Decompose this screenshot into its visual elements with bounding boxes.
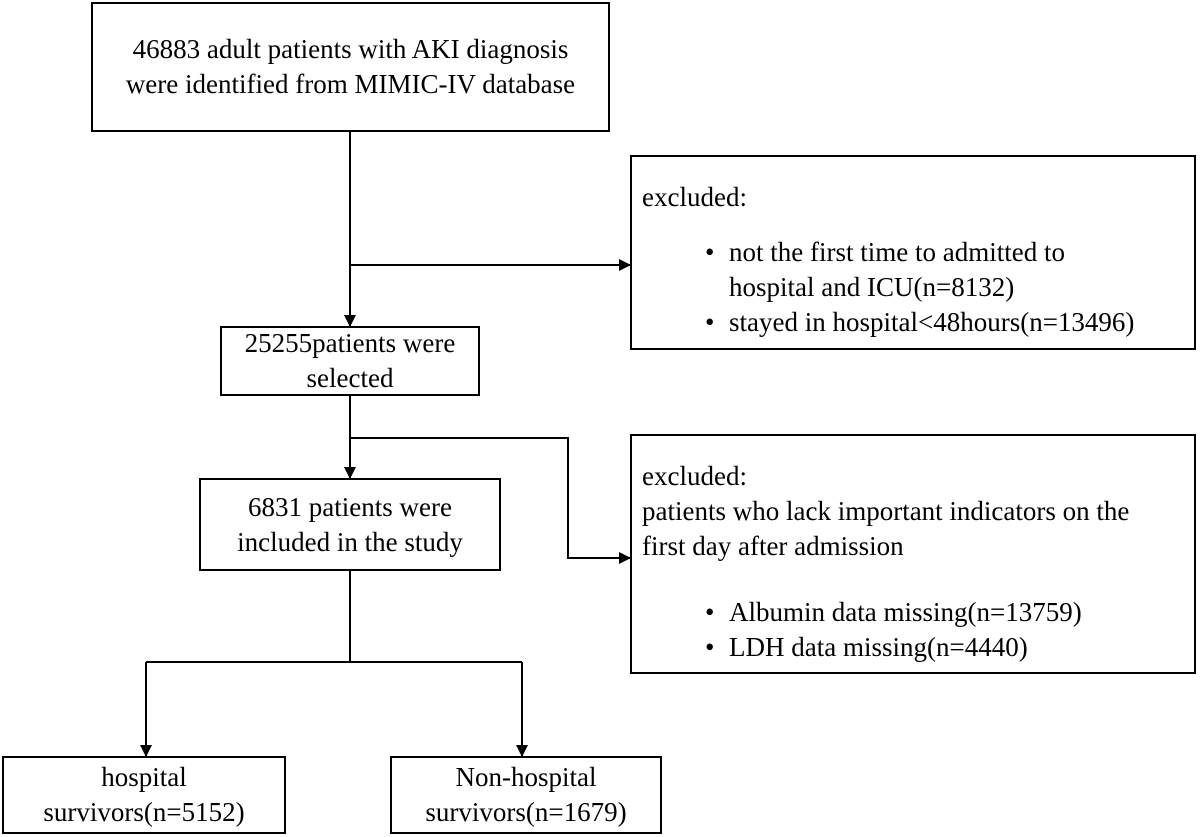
connector-to-exclusion-2 xyxy=(350,437,631,564)
included-patients-line-1: 6831 patients were xyxy=(248,491,452,522)
exclusion-1-item-1-line-1: not the first time to admitted to xyxy=(729,237,1065,267)
exclusion-1-list: • not the first time to admitted to hosp… xyxy=(705,235,1194,340)
exclusion-2-item-2: LDH data missing(n=4440) xyxy=(729,632,1028,662)
exclusion-box-2: excluded: patients who lack important in… xyxy=(630,434,1196,674)
included-patients-box: 6831 patients were included in the study xyxy=(199,478,501,571)
included-patients-line-2: included in the study xyxy=(237,526,463,557)
selected-patients-line-2: selected xyxy=(306,363,394,393)
exclusion-2-list: • Albumin data missing(n=13759) • LDH da… xyxy=(705,595,1194,665)
identified-patients-line-2: were identified from MIMIC-IV database xyxy=(125,69,576,99)
exclusion-1-item: • not the first time to admitted to hosp… xyxy=(705,235,1194,305)
exclusion-2-item: • Albumin data missing(n=13759) xyxy=(705,595,1194,630)
exclusion-2-heading: excluded: xyxy=(642,461,747,491)
selected-patients-line-1: 25255patients were xyxy=(244,328,456,358)
identified-patients-line-1: 46883 adult patients with AKI diagnosis xyxy=(132,34,569,64)
exclusion-1-heading: excluded: xyxy=(642,182,747,212)
bullet-icon: • xyxy=(705,237,715,267)
exclusion-2-item: • LDH data missing(n=4440) xyxy=(705,630,1194,665)
exclusion-1-item: • stayed in hospital<48hours(n=13496) xyxy=(705,305,1194,340)
bullet-icon: • xyxy=(705,307,715,337)
non-hospital-survivors-box: Non-hospital survivors(n=1679) xyxy=(390,756,662,834)
bullet-icon: • xyxy=(705,597,715,627)
exclusion-2-description-line-2: first day after admission xyxy=(642,531,904,561)
identified-patients-box: 46883 adult patients with AKI diagnosis … xyxy=(91,2,610,132)
selected-patients-box: 25255patients were selected xyxy=(220,326,480,396)
exclusion-1-item-1-line-2: hospital and ICU(n=8132) xyxy=(729,272,1015,302)
exclusion-box-1: excluded: • not the first time to admitt… xyxy=(630,155,1196,350)
bullet-icon: • xyxy=(705,632,715,662)
exclusion-2-item-1: Albumin data missing(n=13759) xyxy=(729,597,1082,627)
exclusion-1-item-2-line-1: stayed in hospital<48hours(n=13496) xyxy=(729,307,1135,337)
non-hospital-survivors-line-1: Non-hospital xyxy=(455,762,597,792)
hospital-survivors-line-1: hospital xyxy=(101,762,187,792)
hospital-survivors-box: hospital survivors(n=5152) xyxy=(2,756,286,834)
non-hospital-survivors-line-2: survivors(n=1679) xyxy=(425,797,627,827)
hospital-survivors-line-2: survivors(n=5152) xyxy=(43,797,245,827)
exclusion-2-description-line-1: patients who lack important indicators o… xyxy=(642,496,1130,526)
